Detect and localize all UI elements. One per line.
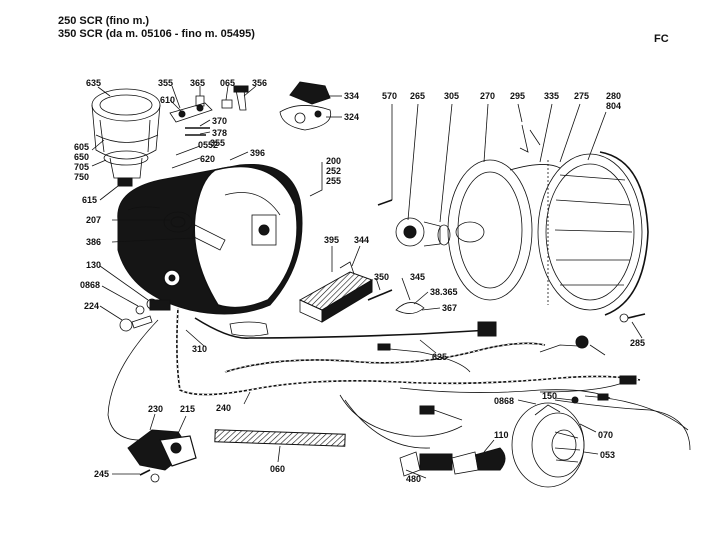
part-label-395: 395	[324, 235, 339, 245]
part-label-130: 130	[86, 260, 101, 270]
part-label-207: 207	[86, 215, 101, 225]
part-label-240: 240	[216, 403, 231, 413]
part-label-335: 335	[544, 91, 559, 101]
part-label-705: 705	[74, 162, 89, 172]
part-label-615: 615	[82, 195, 97, 205]
fuse-strip-drawing	[214, 429, 346, 447]
small-parts-top	[169, 85, 249, 136]
headlight-shell-drawing	[117, 163, 303, 315]
part-label-0552: 0552	[198, 140, 218, 150]
part-label-635: 635	[86, 78, 101, 88]
part-label-265: 265	[410, 91, 425, 101]
part-label-270: 270	[480, 91, 495, 101]
part-label-334: 334	[344, 91, 359, 101]
part-label-750: 750	[74, 172, 89, 182]
clip-295-drawing	[519, 124, 541, 153]
terminal-block-drawing	[298, 261, 425, 323]
part-label-386: 386	[86, 237, 101, 247]
part-label-255: 255	[326, 176, 341, 186]
part-label-570: 570	[382, 91, 397, 101]
part-label-324: 324	[344, 112, 359, 122]
header-model-line-1: 250 SCR (fino m.)	[58, 15, 150, 27]
wiring-harness-drawing	[107, 299, 691, 451]
part-label-280: 280	[606, 91, 621, 101]
headlight-rim-drawing	[447, 151, 649, 316]
part-label-0868-left: 0868	[80, 280, 100, 290]
part-label-480: 480	[406, 474, 421, 484]
horn-drawing	[511, 396, 585, 488]
part-labels: 635 355 365 065 356 610 370 378 0552 355…	[74, 78, 645, 484]
part-label-804: 804	[606, 101, 621, 111]
bolts-left-drawing	[119, 298, 646, 332]
header-model-line-2: 350 SCR (da m. 05106 - fino m. 05495)	[58, 28, 255, 40]
leader-lines	[91, 85, 643, 479]
part-label-252: 252	[326, 166, 341, 176]
part-label-350: 350	[374, 272, 389, 282]
part-label-605: 605	[74, 142, 89, 152]
part-label-620: 620	[200, 154, 215, 164]
part-label-230: 230	[148, 404, 163, 414]
switch-230-drawing	[127, 429, 197, 483]
part-label-396: 396	[250, 148, 265, 158]
part-label-365: 365	[190, 78, 205, 88]
part-label-224: 224	[84, 301, 99, 311]
part-label-355-top: 355	[158, 78, 173, 88]
part-label-310: 310	[192, 344, 207, 354]
part-label-367: 367	[442, 303, 457, 313]
part-label-070: 070	[598, 430, 613, 440]
part-label-355-mid: 355	[210, 138, 225, 148]
part-label-110: 110	[494, 430, 509, 440]
part-label-0868-right: 0868	[494, 396, 514, 406]
part-label-065: 065	[220, 78, 235, 88]
part-label-345: 345	[410, 272, 425, 282]
part-label-275: 275	[574, 91, 589, 101]
part-label-305: 305	[444, 91, 459, 101]
connector-480-drawing	[399, 447, 506, 477]
part-label-200: 200	[326, 156, 341, 166]
switch-334-drawing	[279, 81, 332, 131]
part-label-625: 625	[432, 352, 447, 362]
header-section-code: FC	[654, 33, 669, 45]
part-label-053: 053	[600, 450, 615, 460]
speedometer-drawing	[91, 88, 161, 187]
part-label-650: 650	[74, 152, 89, 162]
part-label-610: 610	[160, 95, 175, 105]
part-label-245: 245	[94, 469, 109, 479]
part-label-150: 150	[542, 391, 557, 401]
part-label-38365: 38.365	[430, 287, 458, 297]
bulb-holder-drawing	[377, 199, 451, 247]
part-label-285: 285	[630, 338, 645, 348]
part-label-356: 356	[252, 78, 267, 88]
part-label-295: 295	[510, 91, 525, 101]
part-label-344: 344	[354, 235, 369, 245]
part-label-378: 378	[212, 128, 227, 138]
part-label-370: 370	[212, 116, 227, 126]
part-label-215: 215	[180, 404, 195, 414]
part-label-060: 060	[270, 464, 285, 474]
